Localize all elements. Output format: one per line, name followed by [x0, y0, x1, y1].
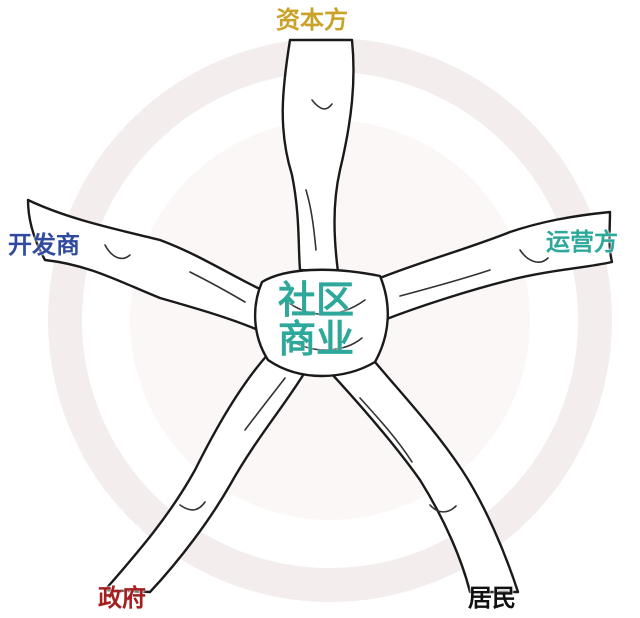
sketch-detail-left-2: [189, 271, 246, 303]
center-title-line-2: 商业: [277, 316, 354, 361]
center-knot: [253, 268, 389, 378]
center-title-line-1: 社区: [277, 278, 354, 322]
sketch-detail-bl-2: [244, 377, 286, 431]
arm-bottom-left: [103, 350, 307, 594]
sketch-detail-br-1: [429, 504, 457, 513]
arm-right: [378, 210, 614, 322]
arm-bottom-right: [328, 354, 520, 594]
sketch-detail-right-2: [399, 269, 491, 297]
sketch-detail-left-1: [104, 244, 131, 260]
sketch-detail-br-2: [359, 397, 413, 463]
sketch-detail-right-1: [519, 249, 549, 263]
sketch-detail-bl-1: [179, 501, 206, 511]
label-left-node: 开发商: [8, 231, 80, 259]
label-bottom-left-node: 政府: [98, 584, 146, 612]
sketch-detail-knot: [284, 299, 366, 351]
label-right-node: 运营方: [546, 228, 618, 256]
label-top-node: 资本方: [276, 6, 348, 34]
arm-left: [26, 198, 264, 332]
label-bottom-right-node: 居民: [468, 584, 516, 612]
center-title: 社区 商业: [256, 281, 376, 359]
sketch-detail-top-2: [305, 189, 317, 251]
sketch-detail-top-1: [311, 99, 333, 110]
